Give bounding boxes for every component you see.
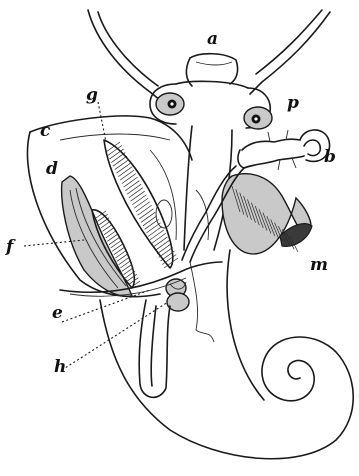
label-b: b xyxy=(324,147,336,167)
label-h: h xyxy=(54,357,66,377)
leader-g xyxy=(98,102,106,142)
organ-g xyxy=(104,140,178,268)
left-tentacle xyxy=(88,10,160,100)
label-e: e xyxy=(52,303,63,323)
label-d: d xyxy=(46,159,58,179)
appendage-p xyxy=(238,130,304,170)
left-eye xyxy=(156,93,184,115)
label-m: m xyxy=(310,255,328,275)
label-c: c xyxy=(40,121,51,141)
mantle-inner-detail xyxy=(150,150,209,240)
spiral-tail xyxy=(100,250,353,459)
label-p: p xyxy=(287,93,299,113)
label-f: f xyxy=(5,237,16,257)
right-tentacle xyxy=(250,10,330,94)
label-a: a xyxy=(207,29,218,49)
muscle-m xyxy=(222,174,312,254)
foot xyxy=(139,300,170,397)
label-g: g xyxy=(86,85,98,105)
right-eye xyxy=(244,107,272,129)
